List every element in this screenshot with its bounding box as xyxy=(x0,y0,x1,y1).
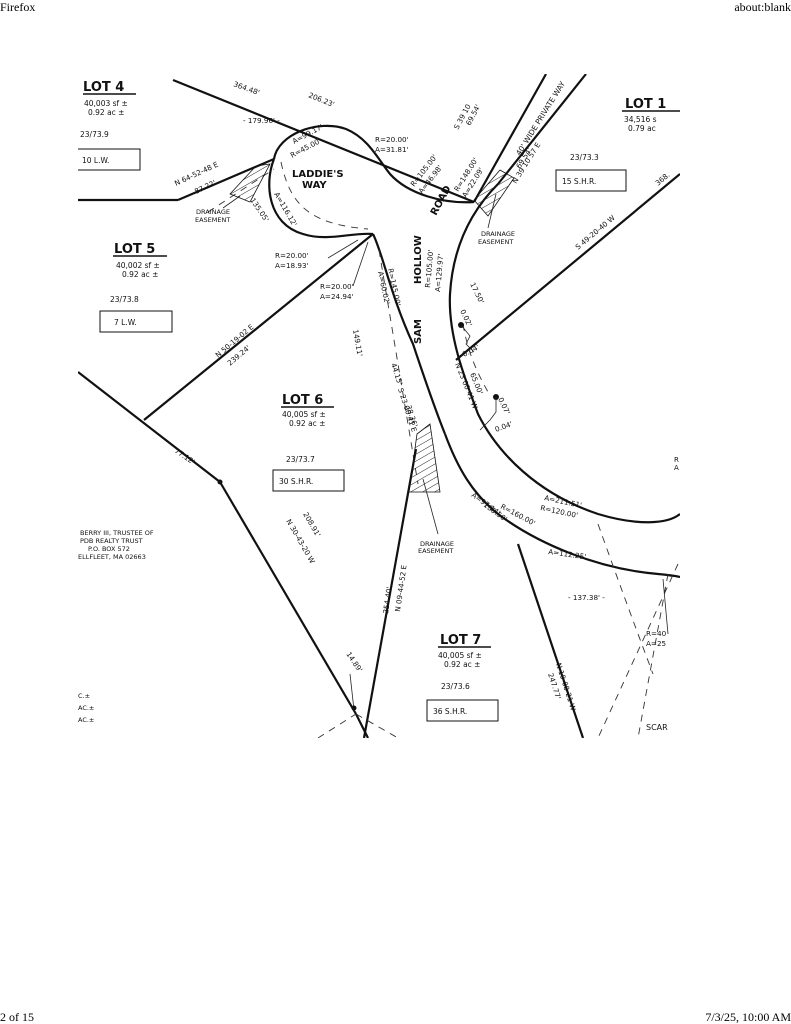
svg-text:WAY: WAY xyxy=(302,180,327,191)
svg-text:A=18.93': A=18.93' xyxy=(275,261,309,270)
survey-plat-image: LOT 4 40,003 sf ± 0.92 ac ± 23/73.9 10 L… xyxy=(78,74,680,738)
abutter-owner-info: BERRY III, TRUSTEE OF PDB REALTY TRUST P… xyxy=(78,529,154,724)
dashed-offsets xyxy=(207,161,679,738)
svg-text:EASEMENT: EASEMENT xyxy=(418,547,453,555)
svg-text:AC.±: AC.± xyxy=(78,704,94,712)
page-indicator: 2 of 15 xyxy=(0,1010,34,1024)
svg-text:DRAINAGE: DRAINAGE xyxy=(420,540,454,548)
svg-text:SCAR: SCAR xyxy=(646,723,668,732)
svg-text:P.O. BOX 572: P.O. BOX 572 xyxy=(88,545,130,553)
svg-text:23/73.7: 23/73.7 xyxy=(286,455,315,464)
lot-7-label: LOT 7 40,005 sf ± 0.92 ac ± 23/73.6 36 S… xyxy=(426,633,499,722)
svg-text:R=105.00': R=105.00' xyxy=(423,249,435,288)
svg-text:0.92 ac ±: 0.92 ac ± xyxy=(444,660,480,669)
svg-text:A: A xyxy=(674,464,679,472)
svg-text:EASEMENT: EASEMENT xyxy=(195,216,230,224)
svg-text:A=25: A=25 xyxy=(646,639,666,648)
svg-text:0.07': 0.07' xyxy=(496,396,512,416)
svg-text:DRAINAGE: DRAINAGE xyxy=(196,208,230,216)
sam-hollow-road-name: SAM xyxy=(413,319,424,344)
svg-text:- 137.38' -: - 137.38' - xyxy=(568,593,605,602)
svg-text:A=24.94': A=24.94' xyxy=(320,292,354,301)
svg-text:PDB REALTY TRUST: PDB REALTY TRUST xyxy=(80,537,143,545)
svg-text:40,005 sf ±: 40,005 sf ± xyxy=(282,410,326,419)
svg-text:C.±: C.± xyxy=(78,692,90,700)
svg-text:EASEMENT: EASEMENT xyxy=(478,238,513,246)
svg-text:0.79 ac: 0.79 ac xyxy=(628,124,656,133)
svg-text:254.40': 254.40' xyxy=(381,586,394,614)
lot-4-label: LOT 4 40,003 sf ± 0.92 ac ± 23/73.9 10 L… xyxy=(78,80,141,171)
svg-text:R: R xyxy=(674,456,679,464)
svg-text:R=20.00': R=20.00' xyxy=(375,135,409,144)
svg-text:34,516 s: 34,516 s xyxy=(624,115,657,124)
svg-text:0.04': 0.04' xyxy=(494,419,514,434)
svg-text:0.92 ac ±: 0.92 ac ± xyxy=(289,419,325,428)
svg-text:ELLFLEET, MA 02663: ELLFLEET, MA 02663 xyxy=(78,553,146,561)
svg-text:368.: 368. xyxy=(654,170,672,187)
browser-url: about:blank xyxy=(734,0,791,14)
drainage-easement-hatch-lot6 xyxy=(408,423,441,493)
print-timestamp: 7/3/25, 10:00 AM xyxy=(705,1010,791,1024)
svg-text:23/73.6: 23/73.6 xyxy=(441,682,470,691)
svg-text:0.92 ac ±: 0.92 ac ± xyxy=(122,270,158,279)
svg-text:364.48': 364.48' xyxy=(232,79,261,97)
svg-text:R=40: R=40 xyxy=(646,629,667,638)
laddies-way-name: LADDIE'S xyxy=(292,169,344,180)
svg-text:0.92 ac ±: 0.92 ac ± xyxy=(88,108,124,117)
svg-text:10 L.W.: 10 L.W. xyxy=(82,156,109,165)
svg-text:23/73.8: 23/73.8 xyxy=(110,295,139,304)
svg-text:R=20.00': R=20.00' xyxy=(320,282,354,291)
svg-text:40,002 sf ±: 40,002 sf ± xyxy=(116,261,160,270)
svg-text:A=116.12': A=116.12' xyxy=(272,191,299,228)
browser-app-name: Firefox xyxy=(0,0,36,14)
svg-text:77.12': 77.12' xyxy=(173,446,197,466)
svg-text:N 09-44-52 E: N 09-44-52 E xyxy=(393,564,409,612)
lot-1-label: LOT 1 34,516 s 0.79 ac 23/73.3 15 S.H.R. xyxy=(555,97,680,192)
svg-text:HOLLOW: HOLLOW xyxy=(413,235,424,284)
svg-text:15 S.H.R.: 15 S.H.R. xyxy=(562,177,596,186)
svg-text:44.15': 44.15' xyxy=(389,362,405,386)
drainage-easement-hatch-lot4 xyxy=(229,163,271,203)
svg-text:40,003 sf ±: 40,003 sf ± xyxy=(84,99,128,108)
svg-text:LOT 4: LOT 4 xyxy=(83,80,124,95)
svg-text:87.22': 87.22' xyxy=(193,178,217,196)
svg-text:DRAINAGE: DRAINAGE xyxy=(481,230,515,238)
lot-6-label: LOT 6 40,005 sf ± 0.92 ac ± 23/73.7 30 S… xyxy=(272,393,345,492)
svg-text:206.23': 206.23' xyxy=(307,91,336,110)
svg-text:14.89': 14.89' xyxy=(344,650,364,674)
svg-text:A=112.25': A=112.25' xyxy=(548,547,587,561)
svg-text:23/73.3: 23/73.3 xyxy=(570,153,599,162)
svg-text:BERRY III, TRUSTEE OF: BERRY III, TRUSTEE OF xyxy=(80,529,154,537)
svg-text:LOT 1: LOT 1 xyxy=(625,97,666,112)
svg-text:LOT 5: LOT 5 xyxy=(114,242,155,257)
svg-text:7 L.W.: 7 L.W. xyxy=(114,318,137,327)
svg-text:17.50': 17.50' xyxy=(468,281,486,305)
svg-text:135.05': 135.05' xyxy=(248,196,271,224)
svg-text:LOT 7: LOT 7 xyxy=(440,633,481,648)
svg-text:AC.±: AC.± xyxy=(78,716,94,724)
svg-text:LOT 6: LOT 6 xyxy=(282,393,323,408)
svg-text:A=129.97': A=129.97' xyxy=(433,253,445,292)
svg-text:0.04': 0.04' xyxy=(461,342,481,358)
svg-text:23/73.9: 23/73.9 xyxy=(80,130,109,139)
svg-text:- 179.96' -: - 179.96' - xyxy=(243,116,280,125)
dimension-labels: 364.48' 206.23' - 179.96' - N 64-52-48 E… xyxy=(173,79,672,711)
svg-text:30 S.H.R.: 30 S.H.R. xyxy=(279,477,313,486)
drainage-easement-hatch-lot1 xyxy=(473,169,515,217)
lot-boundaries xyxy=(78,74,680,738)
svg-text:149.11': 149.11' xyxy=(351,329,365,357)
svg-text:208.91': 208.91' xyxy=(301,511,322,539)
lot-5-label: LOT 5 40,002 sf ± 0.92 ac ± 23/73.8 7 L.… xyxy=(99,242,173,333)
svg-text:A=31.81': A=31.81' xyxy=(375,145,409,154)
svg-text:36 S.H.R.: 36 S.H.R. xyxy=(433,707,467,716)
svg-text:R=20.00': R=20.00' xyxy=(275,251,309,260)
svg-text:40,005 sf ±: 40,005 sf ± xyxy=(438,651,482,660)
